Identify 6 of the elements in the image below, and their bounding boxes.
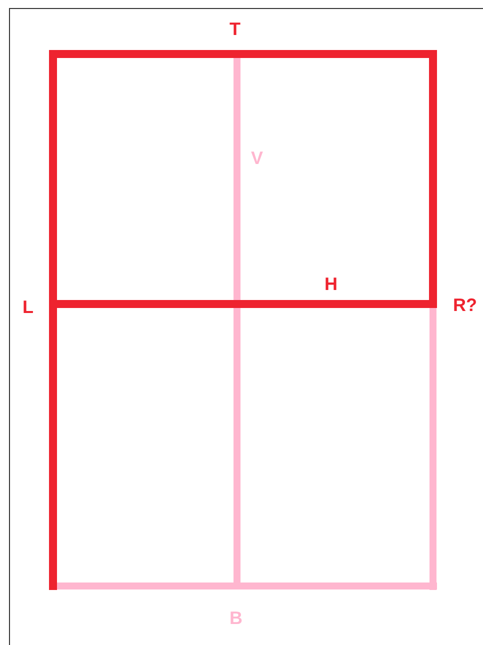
side-label: L xyxy=(22,298,34,316)
side-label: R? xyxy=(453,296,477,314)
side-label: V xyxy=(251,149,263,167)
side-label: H xyxy=(324,275,338,293)
side-label: T xyxy=(230,20,240,38)
side-label: B xyxy=(230,609,242,627)
